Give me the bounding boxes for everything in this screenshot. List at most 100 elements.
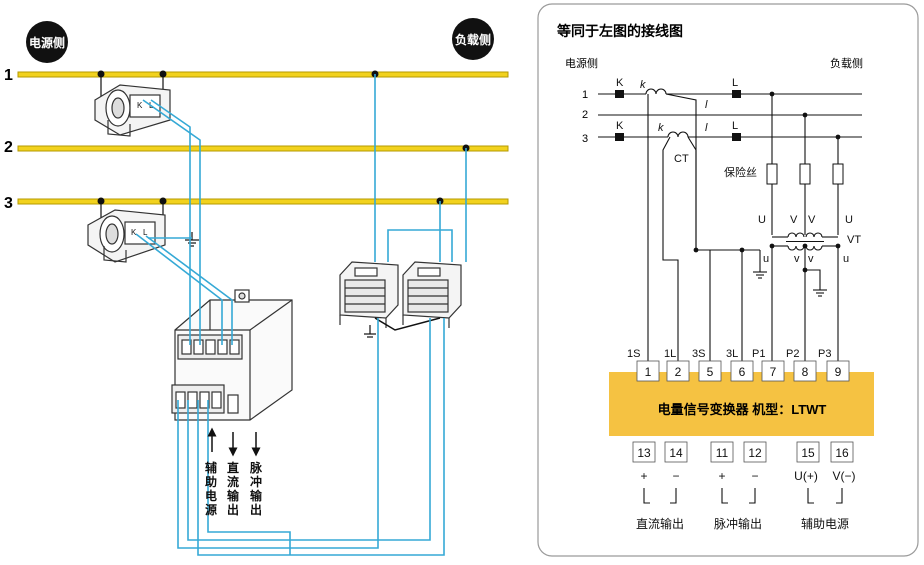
ct-label: CT	[674, 153, 689, 165]
svg-text:+: +	[640, 469, 647, 483]
svg-text:9: 9	[835, 365, 842, 379]
schematic-grounds	[753, 271, 827, 297]
svg-text:k: k	[658, 122, 664, 134]
svg-text:电源侧: 电源侧	[29, 35, 65, 50]
schematic-line-numbers: 1 2 3	[582, 89, 588, 145]
signal-converter-device	[171, 289, 293, 421]
svg-text:K: K	[616, 120, 624, 132]
panel-title: 等同于左图的接线图	[557, 23, 683, 39]
pulse-output-char-1: 脉	[249, 460, 263, 475]
svg-text:K: K	[616, 77, 624, 89]
bottom-terminal-boxes	[632, 441, 854, 463]
top-terminal-numbers: 1 2 5 6 7 8 9	[645, 365, 842, 379]
terminal-label-1L: 1L	[664, 348, 676, 360]
busbar-group	[17, 71, 509, 205]
svg-text:1: 1	[582, 89, 588, 101]
busbar-2	[17, 145, 509, 152]
svg-text:16: 16	[835, 446, 849, 460]
vertical-output-labels: 辅 助 电 源 直 流 输 出 脉 冲 输 出	[205, 460, 263, 517]
terminal-label-P2: P2	[786, 348, 799, 360]
device-model-label: 电量信号变换器 机型：LTWT	[658, 402, 827, 417]
svg-text:13: 13	[637, 446, 651, 460]
device-body	[609, 372, 874, 436]
svg-text:8: 8	[802, 365, 809, 379]
voltage-transformer-1	[339, 261, 399, 328]
aux-power-label: 辅助电源	[801, 517, 849, 531]
source-side-badge: 电源侧	[26, 21, 68, 63]
svg-text:U: U	[845, 214, 853, 226]
svg-text:l: l	[705, 99, 708, 111]
vt-label: VT	[847, 234, 861, 246]
svg-text:V(−): V(−)	[832, 469, 855, 483]
svg-text:v: v	[808, 253, 814, 265]
svg-text:L: L	[143, 228, 148, 237]
svg-text:l: l	[705, 122, 708, 134]
line-number-2: 2	[4, 139, 13, 156]
svg-text:U: U	[758, 214, 766, 226]
pulse-output-char-2: 冲	[250, 474, 262, 489]
svg-text:12: 12	[748, 446, 762, 460]
svg-text:L: L	[732, 77, 738, 89]
svg-text:L: L	[732, 120, 738, 132]
svg-text:V: V	[790, 214, 798, 226]
output-arrows	[207, 427, 261, 457]
svg-text:7: 7	[770, 365, 777, 379]
voltage-transformer-2	[402, 261, 462, 328]
svg-text:5: 5	[707, 365, 714, 379]
svg-text:V: V	[808, 214, 816, 226]
dc-output-char-4: 出	[227, 502, 239, 517]
svg-text:v: v	[794, 253, 800, 265]
schematic-wires	[598, 88, 862, 365]
svg-text:u: u	[843, 253, 849, 265]
aux-power-char-3: 电	[205, 488, 217, 503]
group-brackets	[643, 488, 843, 504]
busbar-3	[17, 198, 509, 205]
schematic-labels: K L K L k l k l CT 保险丝 U V V U VT u v v …	[616, 77, 861, 265]
ground-symbol-vt	[364, 325, 376, 338]
svg-text:2: 2	[582, 109, 588, 121]
dc-output-char-3: 输	[227, 488, 240, 503]
svg-text:14: 14	[669, 446, 683, 460]
svg-text:K: K	[131, 228, 137, 237]
svg-text:3: 3	[582, 133, 588, 145]
svg-text:k: k	[640, 79, 646, 91]
ground-symbol-left	[185, 232, 199, 247]
pulse-output-char-4: 出	[250, 502, 262, 517]
svg-text:1: 1	[645, 365, 652, 379]
busbar-1	[17, 71, 509, 78]
equivalent-schematic-panel: 等同于左图的接线图 电源侧 负载侧 1 2 3	[537, 3, 919, 557]
svg-text:+: +	[718, 469, 725, 483]
source-side-label: 电源侧	[565, 56, 598, 70]
fuses	[766, 163, 844, 185]
svg-text:6: 6	[739, 365, 746, 379]
svg-text:11: 11	[716, 446, 729, 460]
load-side-badge: 负载侧	[452, 18, 494, 60]
pulse-output-label: 脉冲输出	[714, 516, 762, 531]
bottom-terminal-numbers: 13 14 11 12 15 16	[637, 446, 849, 460]
terminal-label-P1: P1	[752, 348, 765, 360]
dc-output-label: 直流输出	[636, 516, 684, 531]
top-terminal-boxes	[636, 360, 850, 382]
dc-output-char-2: 流	[227, 474, 239, 489]
load-side-label: 负载侧	[830, 56, 863, 70]
aux-power-char-1: 辅	[205, 460, 217, 475]
left-illustration: 电源侧 负载侧 1 2 3 K	[4, 18, 509, 556]
group-labels: 直流输出 脉冲输出 辅助电源	[636, 516, 849, 531]
fuse-label: 保险丝	[724, 165, 757, 179]
schematic-junctions	[693, 91, 841, 273]
line-number-1: 1	[4, 67, 13, 84]
svg-text:U(+): U(+)	[794, 469, 818, 483]
aux-power-char-2: 助	[205, 474, 217, 489]
secondary-wiring	[135, 74, 467, 556]
aux-power-char-4: 源	[205, 502, 217, 517]
current-transformer-3: K L	[87, 201, 166, 263]
bottom-terminal-signs: + − + − U(+) V(−)	[640, 469, 855, 483]
svg-text:15: 15	[801, 446, 815, 460]
ct-terminal-markers	[615, 90, 741, 141]
svg-text:−: −	[672, 469, 679, 483]
terminal-label-P3: P3	[818, 348, 831, 360]
terminal-label-3S: 3S	[692, 348, 705, 360]
svg-text:−: −	[751, 469, 758, 483]
svg-text:2: 2	[675, 365, 682, 379]
